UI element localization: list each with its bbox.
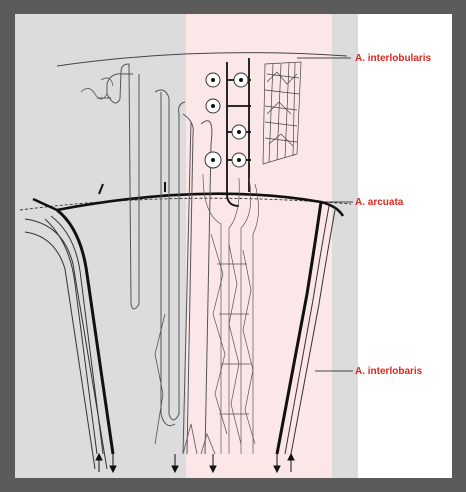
right-white-panel xyxy=(358,14,452,478)
label-a-interlobularis: A. interlobularis xyxy=(355,53,432,64)
kidney-vasculature-diagram: A. interlobularis A. arcuata A. interlob… xyxy=(15,14,452,478)
diagram-frame: A. interlobularis A. arcuata A. interlob… xyxy=(15,14,452,478)
label-a-interlobaris: A. interlobaris xyxy=(355,366,423,377)
label-a-arcuata: A. arcuata xyxy=(355,197,404,208)
right-gray-strip xyxy=(332,14,358,478)
